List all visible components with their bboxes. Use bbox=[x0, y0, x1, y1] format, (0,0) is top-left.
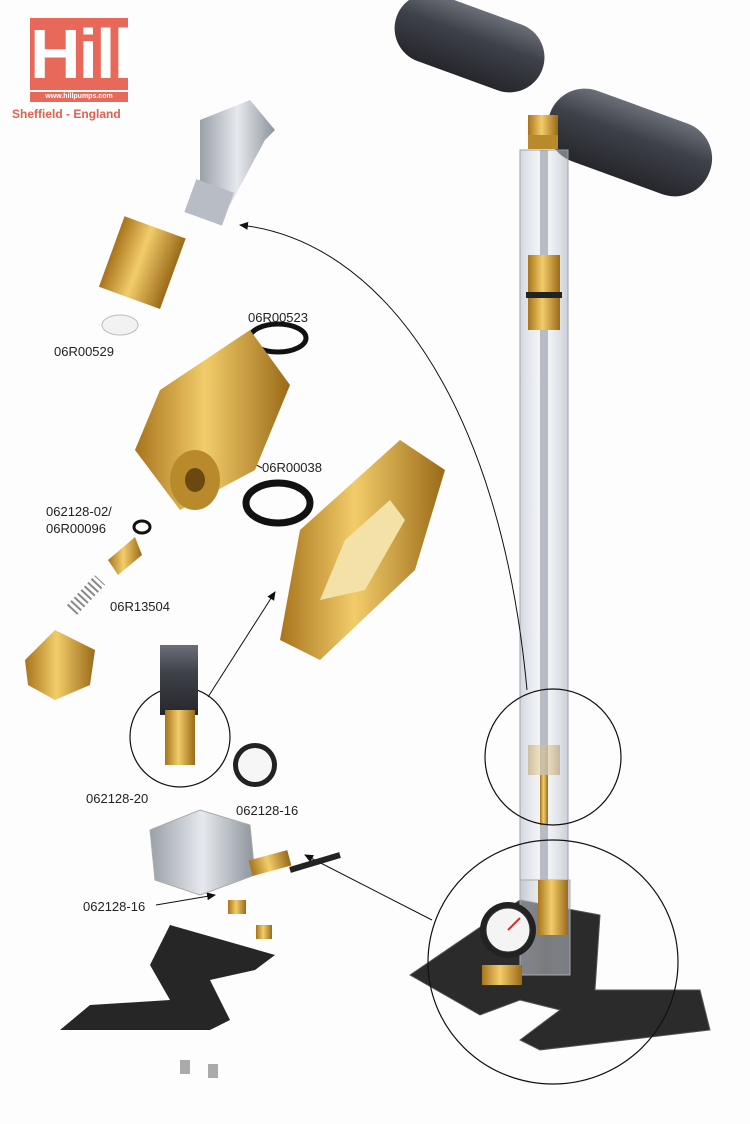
hose bbox=[289, 852, 341, 873]
detail-circle-base bbox=[427, 839, 679, 1085]
leader-062128-16 bbox=[155, 892, 216, 906]
pump-tube bbox=[519, 149, 569, 921]
valve-body bbox=[135, 330, 290, 510]
pump-base bbox=[409, 879, 711, 1051]
piston-rod bbox=[184, 100, 275, 226]
valve-poppet bbox=[108, 537, 142, 575]
spring-06R13504 bbox=[66, 575, 106, 615]
detail-circle-piston bbox=[484, 688, 622, 826]
part-label: 06R00038 bbox=[262, 460, 322, 475]
piston-head bbox=[98, 216, 186, 309]
part-label: 062128-16 bbox=[83, 899, 146, 914]
part-label: 06R00523 bbox=[248, 310, 308, 325]
base-plate bbox=[60, 925, 275, 1030]
arrow-to-piston bbox=[239, 221, 528, 691]
part-label: 06R00096 bbox=[46, 521, 106, 536]
part-label: 062128-16 bbox=[236, 803, 299, 818]
hose-tube bbox=[160, 645, 198, 715]
oring-small bbox=[132, 519, 152, 535]
manifold-block bbox=[149, 809, 256, 896]
part-label: 062128-20 bbox=[86, 791, 149, 806]
fitting-062128-20 bbox=[165, 710, 195, 765]
valve-cutaway bbox=[280, 440, 445, 660]
pump-handle bbox=[394, 0, 713, 197]
hose-fitting bbox=[248, 850, 292, 876]
foot-bolt-2 bbox=[208, 1064, 218, 1078]
logo-location: Sheffield - England bbox=[12, 107, 121, 121]
valve-cap bbox=[25, 630, 95, 700]
oring-06R00038 bbox=[242, 479, 314, 527]
bleed-screw-2 bbox=[256, 925, 272, 939]
part-label: 06R13504 bbox=[110, 599, 170, 614]
logo-brand: Hill bbox=[30, 15, 133, 93]
arrow-to-block bbox=[304, 854, 433, 921]
part-label: 06R00529 bbox=[54, 344, 114, 359]
seal-06R00529 bbox=[101, 314, 139, 336]
bleed-screw bbox=[228, 900, 246, 914]
part-label: 062128-02/ bbox=[46, 504, 112, 519]
foot-bolt bbox=[180, 1060, 190, 1074]
logo-url: www.hillpumps.com bbox=[30, 92, 128, 102]
arrow-to-cutaway bbox=[207, 591, 276, 698]
